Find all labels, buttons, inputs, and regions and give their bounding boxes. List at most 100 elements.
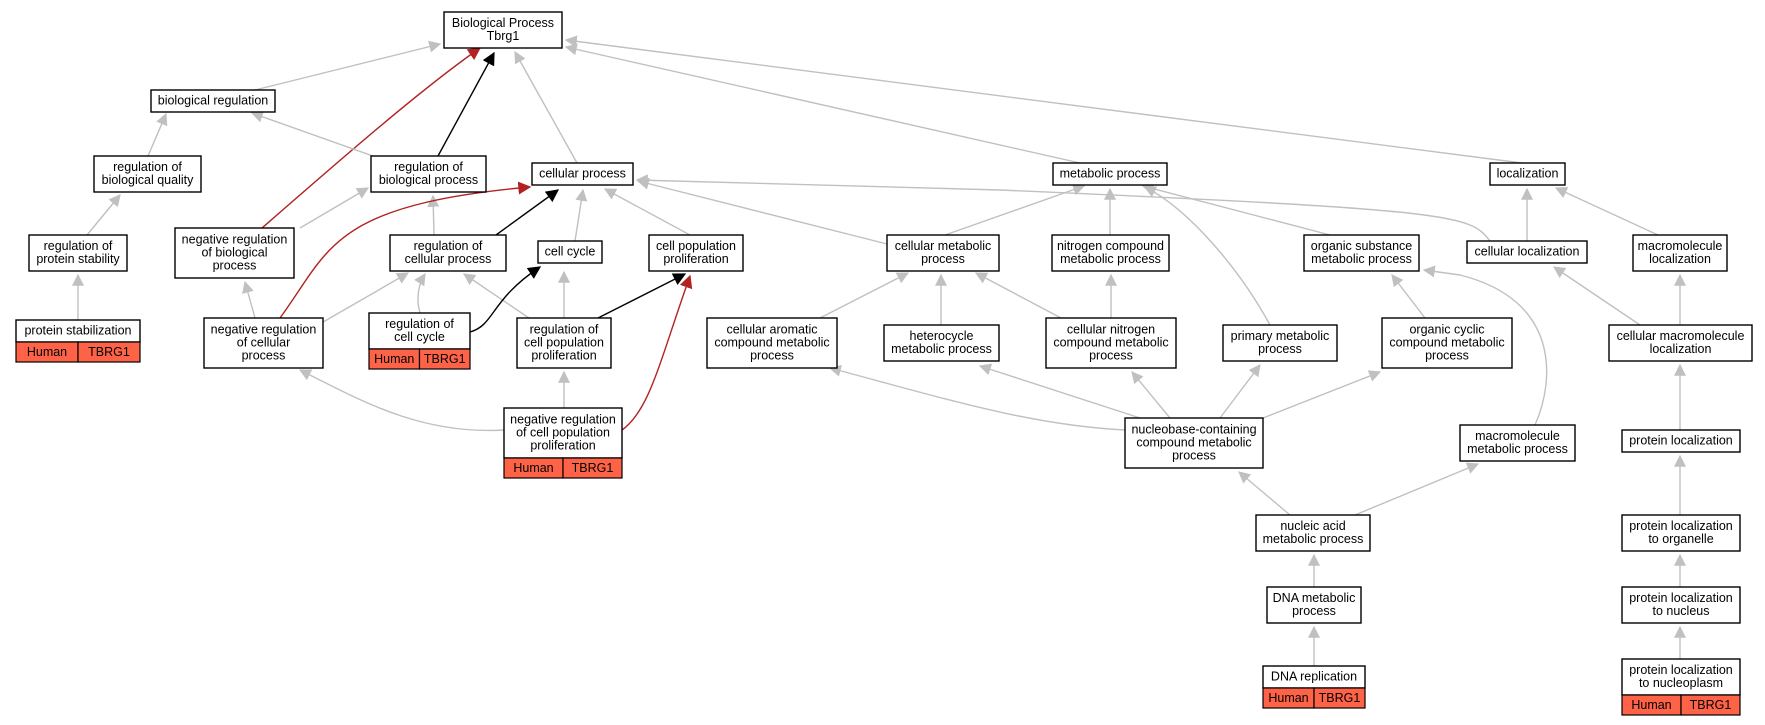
- term-label-line: cellular nitrogen: [1067, 323, 1155, 337]
- term-box: [368, 312, 471, 350]
- go-term-local[interactable]: localization: [1489, 162, 1566, 186]
- edge-gray-43: [1238, 471, 1291, 516]
- go-term-cellproc[interactable]: cellular process: [531, 162, 634, 186]
- term-label-line: proliferation: [530, 439, 595, 453]
- term-box: [648, 234, 744, 272]
- edge-gray-2: [564, 43, 1081, 164]
- edge-gray-11: [427, 194, 440, 236]
- term-label-line: regulation of: [385, 317, 454, 331]
- term-label-line: metabolic process: [1060, 252, 1161, 266]
- term-label-line: Biological Process: [452, 16, 554, 30]
- gene-cell: [1680, 694, 1741, 716]
- go-term-metab[interactable]: metabolic process: [1052, 162, 1168, 186]
- term-label-line: regulation of: [113, 160, 182, 174]
- term-label-line: to organelle: [1648, 532, 1713, 546]
- term-label-line: metabolic process: [1060, 167, 1161, 181]
- term-label-line: process: [921, 252, 965, 266]
- edge-gray-14: [317, 272, 410, 326]
- term-label-line: regulation of: [394, 160, 463, 174]
- term-box: [1632, 234, 1728, 272]
- term-label-line: biological quality: [102, 173, 194, 187]
- term-label-line: protein localization: [1629, 519, 1733, 533]
- edge-red-13: [279, 181, 532, 319]
- edge-gray-40: [1219, 364, 1261, 419]
- edge-gray-28: [944, 183, 1086, 236]
- term-label-line: localization: [1650, 342, 1712, 356]
- term-label-line: macromolecule: [1638, 239, 1723, 253]
- edge-gray-12: [242, 280, 256, 319]
- go-term-cellcycle[interactable]: cell cycle: [537, 240, 603, 264]
- term-label-line: cellular process: [405, 252, 492, 266]
- term-label-line: regulation of: [414, 239, 483, 253]
- term-label-line: negative regulation: [211, 323, 317, 337]
- term-label-line: process: [242, 349, 286, 363]
- edge-gray-23: [298, 369, 505, 432]
- edge-gray-31: [1143, 186, 1271, 326]
- edge-gray-37: [828, 364, 1126, 431]
- go-term-bioreg[interactable]: biological regulation: [150, 89, 276, 113]
- term-box: [150, 89, 276, 113]
- go-term-cellloc[interactable]: cellular localization: [1466, 240, 1588, 264]
- term-box: [1303, 234, 1420, 272]
- term-label-line: proliferation: [663, 252, 728, 266]
- term-label-line: cellular metabolic: [895, 239, 992, 253]
- gene-cell: [418, 348, 471, 370]
- term-box: [1255, 514, 1371, 552]
- term-label-line: metabolic process: [1467, 442, 1568, 456]
- term-label-line: localization: [1649, 252, 1711, 266]
- gene-label: TBRG1: [572, 461, 614, 475]
- term-box: [1045, 317, 1177, 369]
- term-box: [203, 317, 324, 369]
- term-box: [1266, 586, 1362, 624]
- species-label: Human: [374, 352, 414, 366]
- term-box: [174, 227, 295, 279]
- term-label-line: metabolic process: [891, 342, 992, 356]
- species-label: Human: [27, 345, 67, 359]
- term-label-line: process: [1292, 604, 1336, 618]
- term-label-line: protein stabilization: [24, 324, 131, 338]
- term-label-line: regulation of: [530, 323, 599, 337]
- edge-gray-32: [819, 272, 910, 319]
- edge-gray-15: [414, 272, 426, 314]
- term-label-line: localization: [1497, 167, 1559, 181]
- term-label-line: cellular aromatic: [726, 323, 817, 337]
- go-term-protloc[interactable]: protein localization: [1621, 429, 1741, 453]
- edge-gray-6: [147, 112, 168, 157]
- term-label-line: regulation of: [44, 239, 113, 253]
- term-box: [28, 234, 128, 272]
- term-label-line: DNA replication: [1271, 670, 1357, 684]
- edge-gray-30: [1141, 182, 1331, 236]
